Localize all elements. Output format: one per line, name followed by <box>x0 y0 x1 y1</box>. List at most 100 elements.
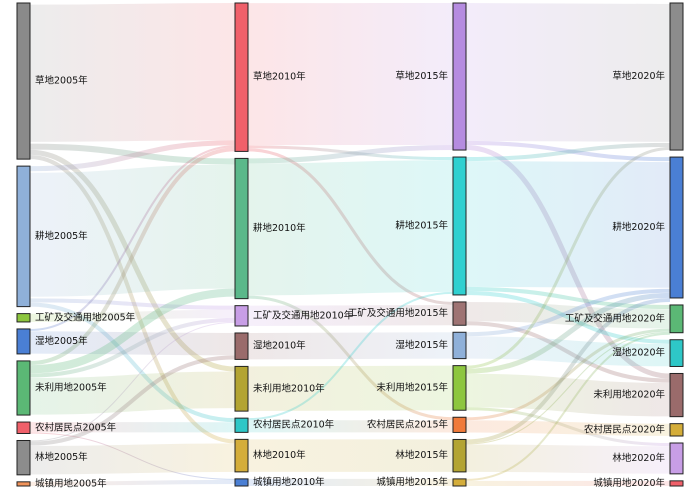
node-industry-2005 <box>16 313 31 323</box>
node-label-forest-2015: 林地2015年 <box>395 449 448 461</box>
flow-link-farm-2005-to-grass-2010 <box>29 140 236 172</box>
flow-link-unused-2015-to-unused-2020 <box>465 373 671 417</box>
node-label-industry-2015: 工矿及交通用地2015年 <box>348 307 449 319</box>
node-label-rural-2005: 农村居民点2005年 <box>35 421 117 433</box>
flow-link-town-2015-to-industry-2020 <box>465 332 671 481</box>
node-label-forest-2020: 林地2020年 <box>612 452 665 464</box>
node-grass-2020 <box>669 2 684 151</box>
node-label-industry-2010: 工矿及交通用地2010年 <box>253 309 354 321</box>
node-label-town-2005: 城镇用地2005年 <box>35 477 107 489</box>
node-rural-2015 <box>452 416 467 433</box>
flow-link-grass-2005-to-grass-2010 <box>29 3 236 142</box>
node-label-wet-2010: 湿地2010年 <box>253 340 306 352</box>
land-use-nodes <box>16 2 684 487</box>
flow-link-rural-2015-to-industry-2020 <box>465 328 671 421</box>
node-wet-2005 <box>16 328 31 355</box>
node-label-forest-2005: 林地2005年 <box>35 451 88 463</box>
flow-link-grass-2015-to-grass-2020 <box>465 2 671 142</box>
node-wet-2015 <box>452 331 467 360</box>
node-forest-2005 <box>16 439 31 476</box>
node-industry-2020 <box>669 304 684 334</box>
flow-link-farm-2005-to-farm-2010 <box>29 164 236 297</box>
flow-link-industry-2005-to-industry-2010 <box>29 309 236 322</box>
node-label-grass-2020: 草地2020年 <box>612 70 665 82</box>
node-label-farm-2020: 耕地2020年 <box>612 221 665 233</box>
node-label-wet-2005: 湿地2005年 <box>35 335 88 347</box>
node-label-unused-2010: 未利用地2010年 <box>253 382 325 394</box>
node-label-industry-2005: 工矿及交通用地2005年 <box>35 311 136 323</box>
node-town-2015 <box>452 478 467 487</box>
node-forest-2020 <box>669 442 684 475</box>
flow-link-wet-2015-to-farm-2020 <box>465 288 671 337</box>
node-rural-2005 <box>16 421 31 434</box>
flow-link-farm-2010-to-grass-2015 <box>247 144 454 164</box>
node-label-wet-2015: 湿地2015年 <box>395 339 448 351</box>
flow-link-forest-2005-to-wet-2010 <box>29 355 236 446</box>
node-grass-2015 <box>452 2 467 151</box>
flow-link-farm-2015-to-farm-2020 <box>465 161 671 288</box>
node-farm-2005 <box>16 165 31 308</box>
node-forest-2015 <box>452 438 467 473</box>
node-unused-2010 <box>234 365 249 412</box>
flow-link-forest-2015-to-industry-2020 <box>465 331 671 445</box>
node-label-unused-2015: 未利用地2015年 <box>376 381 448 393</box>
node-unused-2020 <box>669 372 684 418</box>
node-label-town-2010: 城镇用地2010年 <box>253 476 325 488</box>
node-label-rural-2020: 农村居民点2020年 <box>584 423 666 435</box>
flow-link-wet-2010-to-wet-2015 <box>247 332 454 360</box>
flow-link-industry-2010-to-industry-2015 <box>247 304 454 326</box>
node-label-farm-2005: 耕地2005年 <box>35 230 88 242</box>
node-industry-2015 <box>452 301 467 326</box>
node-town-2005 <box>16 481 31 487</box>
node-label-rural-2010: 农村居民点2010年 <box>253 419 335 431</box>
flow-link-town-2005-to-town-2010 <box>29 479 236 486</box>
flow-link-unused-2005-to-farm-2010 <box>29 288 236 374</box>
node-label-unused-2020: 未利用地2020年 <box>593 389 665 401</box>
node-label-farm-2015: 耕地2015年 <box>395 219 448 231</box>
flow-link-wet-2005-to-wet-2010 <box>29 331 236 356</box>
node-unused-2015 <box>452 365 467 411</box>
node-forest-2010 <box>234 438 249 473</box>
node-grass-2005 <box>16 2 31 160</box>
flow-link-rural-2010-to-farm-2015 <box>247 291 454 421</box>
node-unused-2005 <box>16 360 31 416</box>
node-rural-2020 <box>669 423 684 437</box>
flow-link-forest-2015-to-farm-2020 <box>465 297 671 444</box>
flow-link-farm-2005-to-industry-2010 <box>29 298 236 310</box>
flow-link-forest-2005-to-forest-2010 <box>29 443 236 475</box>
flow-link-unused-2010-to-unused-2015 <box>247 365 454 412</box>
flow-link-unused-2015-to-farm-2020 <box>465 292 671 374</box>
node-industry-2010 <box>234 305 249 327</box>
node-labels: 草地2005年耕地2005年工矿及交通用地2005年湿地2005年未利用地200… <box>35 70 665 489</box>
node-town-2020 <box>669 480 684 487</box>
flow-link-unused-2005-to-grass-2010 <box>29 147 236 366</box>
flow-link-unused-2015-to-grass-2020 <box>465 147 671 369</box>
node-label-farm-2010: 耕地2010年 <box>253 222 306 234</box>
flow-links <box>29 2 671 487</box>
node-label-town-2020: 城镇用地2020年 <box>593 477 665 489</box>
flow-link-forest-2015-to-forest-2020 <box>465 444 671 474</box>
flow-link-industry-2015-to-industry-2020 <box>465 301 671 329</box>
node-label-grass-2015: 草地2015年 <box>395 70 448 82</box>
node-wet-2020 <box>669 339 684 367</box>
node-wet-2010 <box>234 332 249 360</box>
node-label-grass-2005: 草地2005年 <box>35 75 88 87</box>
flow-link-unused-2005-to-unused-2010 <box>29 371 236 415</box>
node-label-forest-2010: 林地2010年 <box>253 449 306 461</box>
node-farm-2020 <box>669 156 684 299</box>
flow-link-farm-2005-to-rural-2010 <box>29 302 236 423</box>
node-label-grass-2010: 草地2010年 <box>253 71 306 83</box>
node-farm-2010 <box>234 157 249 300</box>
node-label-rural-2015: 农村居民点2015年 <box>367 418 449 430</box>
flow-link-rural-2015-to-rural-2020 <box>465 420 671 436</box>
flow-link-farm-2015-to-grass-2020 <box>465 142 671 162</box>
node-farm-2015 <box>452 156 467 296</box>
node-grass-2010 <box>234 2 249 152</box>
node-label-industry-2020: 工矿及交通用地2020年 <box>565 312 666 324</box>
flow-link-farm-2010-to-farm-2015 <box>247 160 454 296</box>
flow-link-wet-2015-to-wet-2020 <box>465 336 671 367</box>
node-label-wet-2020: 湿地2020年 <box>612 347 665 359</box>
flow-link-unused-2005-to-industry-2010 <box>29 317 236 378</box>
node-town-2010 <box>234 478 249 487</box>
